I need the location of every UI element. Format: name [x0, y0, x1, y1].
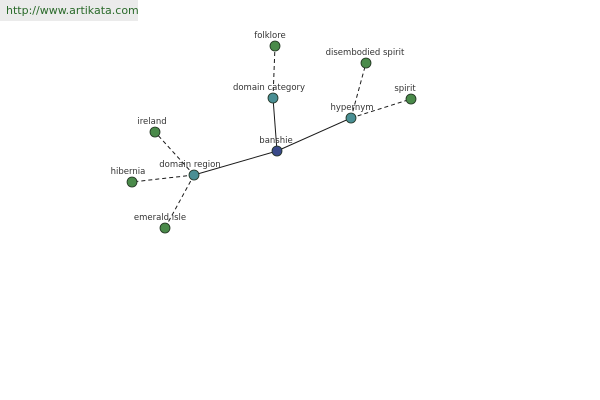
node-label-domain-category[interactable]: domain category	[233, 83, 305, 93]
node-emerald-isle[interactable]	[159, 222, 171, 234]
node-label-emerald-isle[interactable]: emerald isle	[134, 213, 186, 223]
edge-banshie-to-hypernym	[276, 117, 352, 152]
node-label-disembodied-spirit[interactable]: disembodied spirit	[326, 48, 405, 58]
node-banshie[interactable]	[271, 145, 283, 157]
edge-domain-region-to-emerald-isle	[164, 174, 195, 229]
edge-hypernym-to-spirit	[350, 98, 412, 119]
node-label-hibernia[interactable]: hibernia	[111, 167, 146, 177]
node-ireland[interactable]	[149, 126, 161, 138]
edge-domain-region-to-ireland	[154, 131, 195, 176]
edge-banshie-to-domain-category	[272, 97, 278, 152]
node-domain-category[interactable]	[267, 92, 279, 104]
node-domain-region[interactable]	[188, 169, 200, 181]
label-layer: banshie domain category hypernym domain reg…	[111, 31, 417, 223]
node-layer	[126, 40, 417, 234]
edge-layer	[131, 45, 412, 229]
node-label-folklore[interactable]: folklore	[254, 31, 286, 41]
node-hypernym[interactable]	[345, 112, 357, 124]
node-disembodied-spirit[interactable]	[360, 57, 372, 69]
node-hibernia[interactable]	[126, 176, 138, 188]
node-label-banshie[interactable]: banshie	[259, 136, 292, 146]
node-spirit[interactable]	[405, 93, 417, 105]
node-label-hypernym[interactable]: hypernym	[330, 103, 373, 113]
url-bar: http://www.artikata.com	[0, 0, 139, 21]
node-label-spirit[interactable]: spirit	[394, 84, 416, 94]
node-label-domain-region[interactable]: domain region	[159, 160, 220, 170]
site-url[interactable]: http://www.artikata.com	[6, 4, 139, 17]
edge-hypernym-to-disembodied-spirit	[350, 62, 367, 119]
edge-banshie-to-domain-region	[193, 150, 278, 176]
edge-domain-region-to-hibernia	[131, 174, 195, 183]
node-folklore[interactable]	[269, 40, 281, 52]
node-label-ireland[interactable]: ireland	[137, 117, 166, 127]
edge-domain-category-to-folklore	[272, 45, 276, 99]
